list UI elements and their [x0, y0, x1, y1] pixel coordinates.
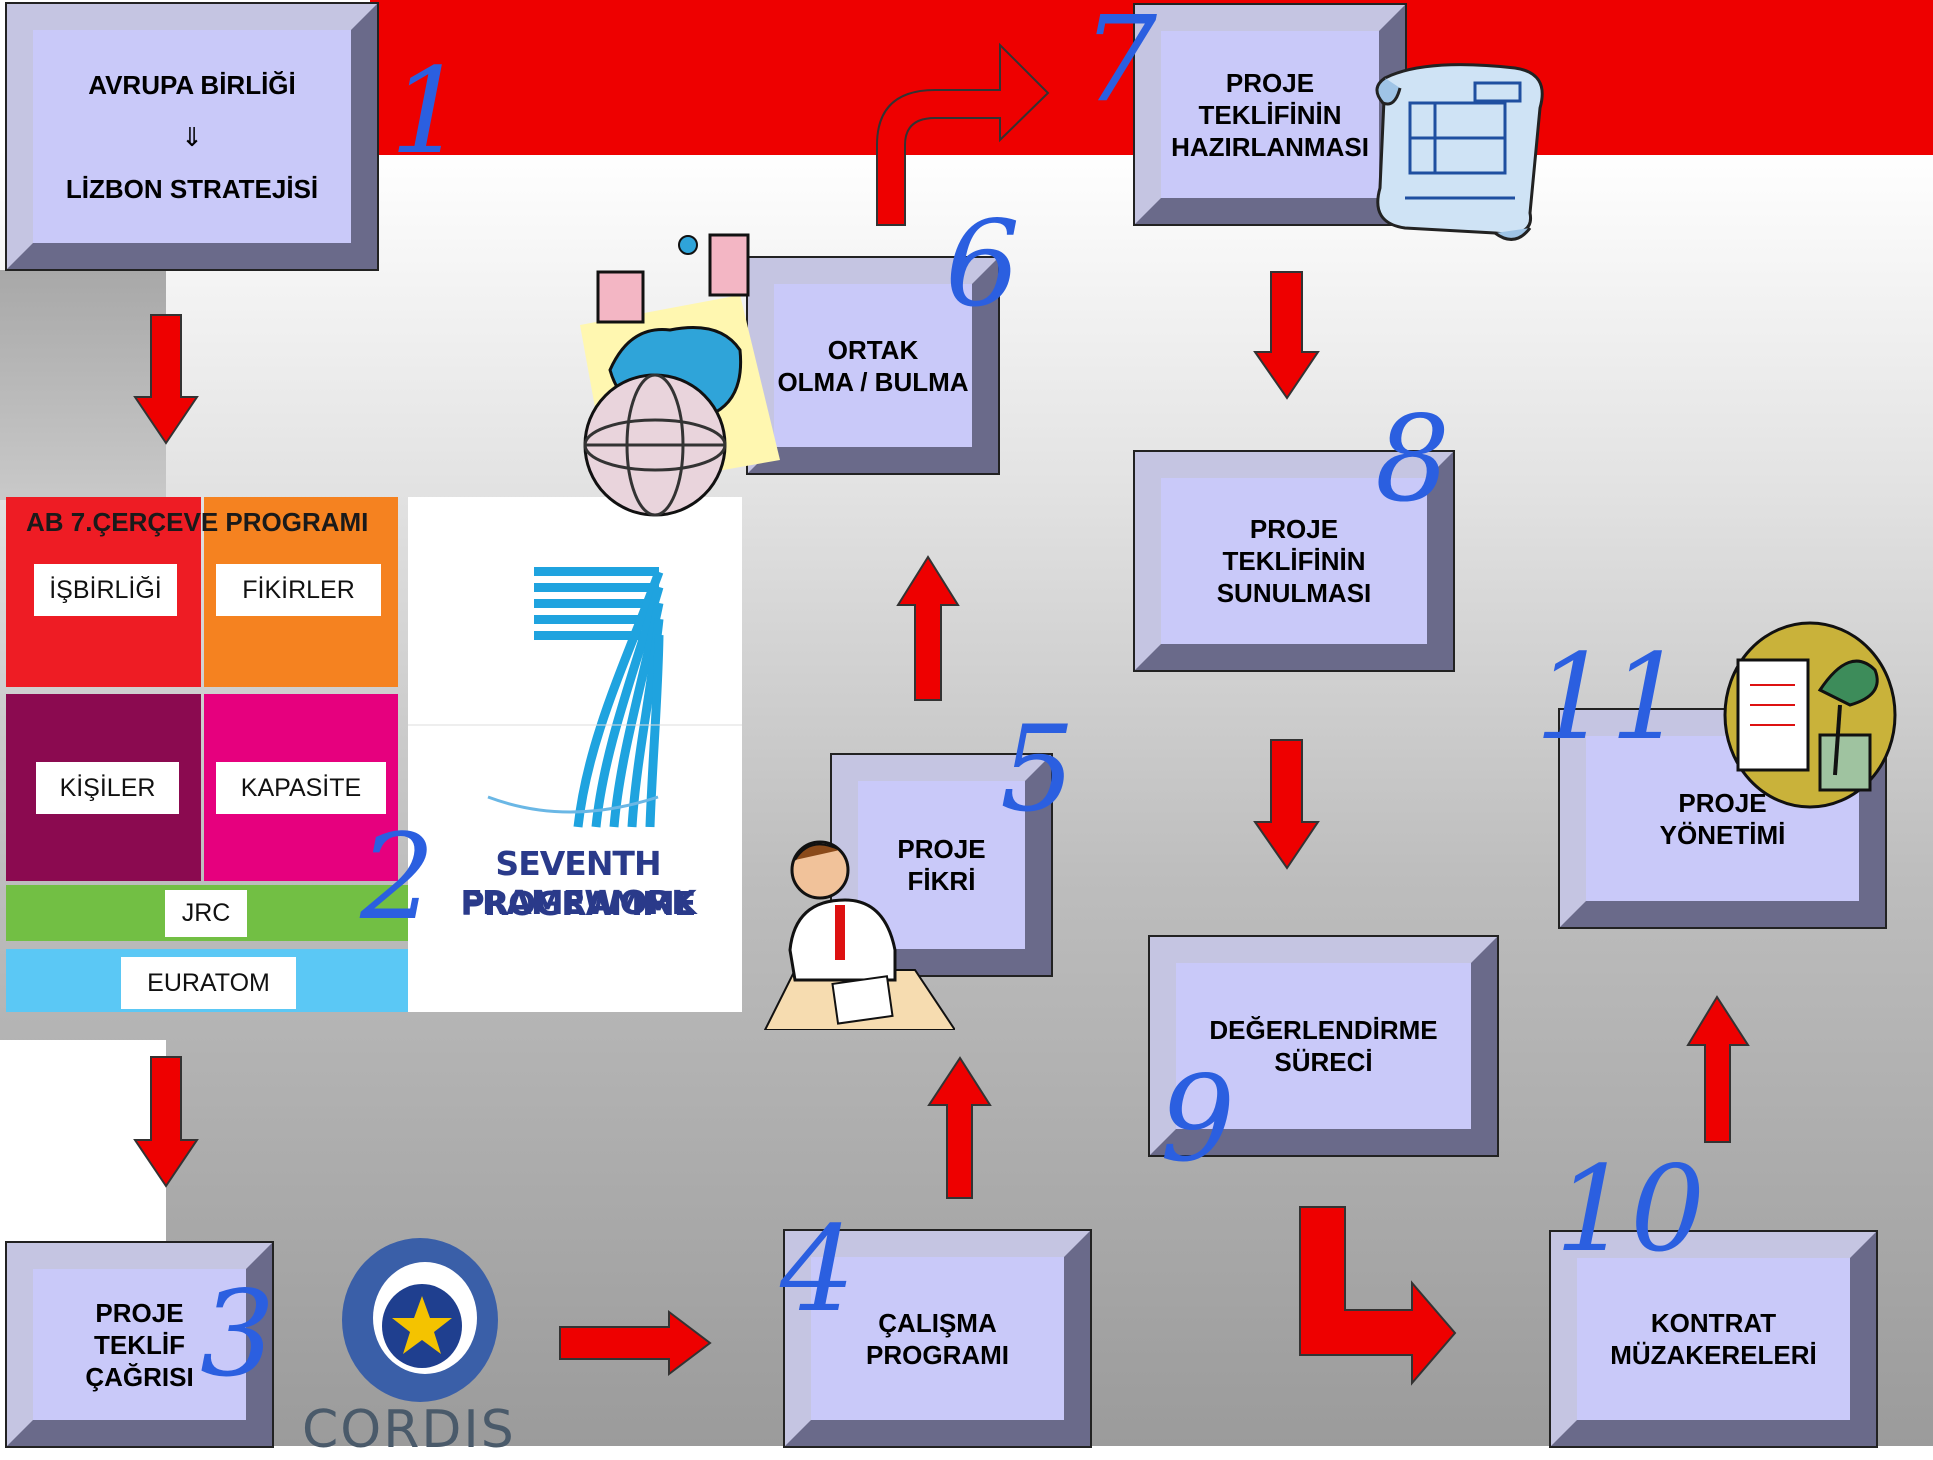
arrow-l-9 — [1299, 1206, 1457, 1386]
chip-jrc: JRC — [165, 890, 247, 937]
box-line: PROJE — [1678, 787, 1767, 818]
box-line: DEĞERLENDİRME — [1209, 1015, 1438, 1045]
down-arrow-glyph: ⇓ — [181, 121, 203, 152]
box-line: SÜRECİ — [1274, 1047, 1373, 1077]
step-number-9: 9 — [1160, 1050, 1236, 1188]
chip-kapasite: KAPASİTE — [216, 762, 386, 814]
blueprint-scroll-icon — [1375, 63, 1544, 241]
box-line: HAZIRLANMASI — [1171, 131, 1369, 162]
arrow-up-4 — [927, 1056, 992, 1199]
box-line: SUNULMASI — [1216, 578, 1372, 608]
arrow-down-2 — [133, 1056, 199, 1188]
arrow-down-1 — [133, 314, 199, 445]
box-line: PROJE — [1225, 67, 1315, 98]
step-number-1: 1 — [390, 42, 466, 180]
box-line: ÇAĞRISI — [85, 1361, 194, 1392]
left-gray-strip — [0, 270, 166, 500]
box-line: PROJE — [897, 834, 986, 864]
cordis-text: CORDIS — [302, 1400, 516, 1460]
framework-title: AB 7.ÇERÇEVE PROGRAMI — [26, 507, 369, 537]
box-proposal-submission: PROJE TEKLİFİNİN SUNULMASI — [1133, 450, 1455, 672]
box-line: PROJE — [95, 1297, 184, 1328]
box-line: ÇALIŞMA — [878, 1307, 997, 1338]
step-number-6: 6 — [945, 195, 1021, 333]
fp7-logo: SEVENTH FRAMEWORK PROGRAMME — [408, 497, 742, 1012]
step-number-5: 5 — [1000, 700, 1076, 838]
box-line: FİKRİ — [907, 866, 976, 896]
box-line: PROJE — [1249, 514, 1339, 544]
box-line: TEKLİFİNİN — [1198, 99, 1342, 130]
desk-lamp-icon — [1723, 621, 1897, 809]
box-line: OLMA / BULMA — [777, 366, 969, 397]
box-line: ORTAK — [827, 334, 919, 365]
box-line: TEKLİFİNİN — [1222, 546, 1366, 576]
arrow-up-5 — [896, 555, 960, 701]
step-number-11: 11 — [1535, 628, 1686, 766]
box-line: TEKLİF — [94, 1329, 185, 1360]
globe-partners-icon — [580, 233, 780, 517]
box-line: LİZBON STRATEJİSİ — [65, 173, 319, 204]
arrow-curve-6 — [876, 42, 1050, 226]
step-number-4: 4 — [780, 1200, 856, 1338]
chip-fikirler: FİKİRLER — [216, 564, 381, 616]
box-evaluation-process: DEĞERLENDİRME SÜRECİ — [1148, 935, 1499, 1157]
arrow-down-8 — [1253, 739, 1320, 870]
box-eu-lisbon: AVRUPA BİRLİĞİ ⇓ LİZBON STRATEJİSİ — [5, 2, 379, 271]
fp7-text-line1: SEVENTH FRAMEWORK — [460, 844, 696, 922]
step-number-7: 7 — [1082, 0, 1158, 128]
chip-kisiler: KİŞİLER — [36, 762, 179, 814]
arrow-down-7 — [1253, 271, 1320, 400]
thinking-man-icon — [763, 840, 955, 1030]
framework-programme-block: AB 7.ÇERÇEVE PROGRAMI İŞBİRLİĞİ FİKİRLER… — [6, 497, 408, 1012]
step-number-3: 3 — [200, 1265, 276, 1403]
box-line: MÜZAKERELERİ — [1610, 1340, 1817, 1370]
chip-isbirligi: İŞBİRLİĞİ — [34, 564, 177, 616]
arrow-up-10 — [1686, 995, 1750, 1143]
box-call-for-proposals: PROJE TEKLİF ÇAĞRISI — [5, 1241, 274, 1448]
cordis-logo — [342, 1238, 498, 1402]
box-line: KONTRAT — [1650, 1308, 1777, 1338]
fp7-text-line2: PROGRAMME — [460, 884, 697, 923]
arrow-right-3 — [559, 1309, 712, 1377]
chip-euratom: EURATOM — [121, 957, 296, 1009]
box-line: AVRUPA BİRLİĞİ — [88, 69, 296, 100]
box-line: YÖNETİMİ — [1659, 819, 1786, 850]
box-work-programme: ÇALIŞMA PROGRAMI — [783, 1229, 1092, 1448]
step-number-2: 2 — [360, 808, 436, 946]
box-find-partner: ORTAK OLMA / BULMA — [746, 256, 1000, 475]
box-line: PROGRAMI — [866, 1339, 1009, 1370]
step-number-10: 10 — [1555, 1140, 1706, 1278]
box-contract-negotiations: KONTRAT MÜZAKERELERİ — [1549, 1230, 1878, 1448]
fp7-seven-graphic — [408, 567, 742, 828]
box-proposal-preparation: PROJE TEKLİFİNİN HAZIRLANMASI — [1133, 3, 1407, 226]
step-number-8: 8 — [1375, 390, 1451, 528]
